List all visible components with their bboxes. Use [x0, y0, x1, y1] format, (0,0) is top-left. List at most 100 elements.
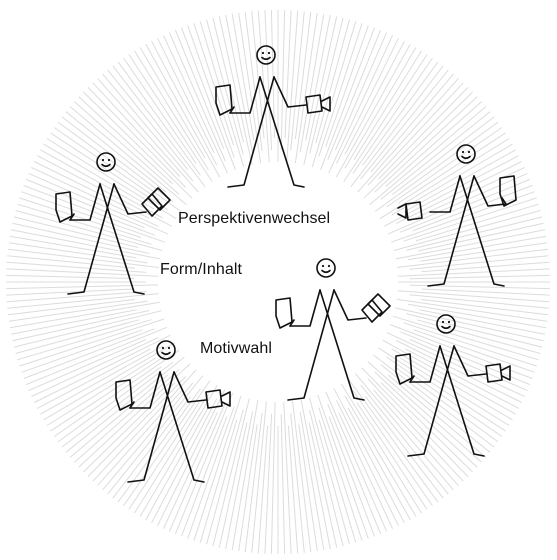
burst-line — [134, 50, 209, 171]
burst-line — [325, 391, 388, 532]
burst-line — [305, 15, 331, 141]
burst-line — [65, 356, 185, 453]
burst-line — [162, 35, 228, 174]
burst-line — [374, 121, 499, 212]
burst-line — [92, 369, 197, 482]
burst-line — [328, 35, 394, 174]
burst-line — [206, 409, 244, 545]
burst-line — [40, 345, 163, 415]
burst-line — [33, 334, 171, 403]
burst-line — [46, 357, 156, 426]
burst-line — [328, 416, 375, 537]
burst-line — [294, 11, 312, 140]
burst-line — [309, 397, 350, 545]
smiley-face-icon — [256, 45, 276, 65]
smile — [321, 269, 331, 274]
burst-line — [13, 216, 139, 248]
burst-line — [128, 402, 200, 510]
burst-line — [380, 111, 491, 200]
eye — [447, 320, 451, 324]
burst-line — [174, 29, 225, 149]
camera-lens-icon — [321, 96, 331, 112]
burst-line — [264, 10, 273, 151]
camera-icon — [305, 94, 331, 114]
eye — [441, 320, 445, 324]
burst-line — [361, 367, 469, 477]
burst-line — [315, 19, 350, 144]
burst-line — [408, 235, 547, 261]
burst-line — [92, 82, 181, 177]
burst-line — [309, 17, 344, 154]
camera-icon — [397, 201, 423, 221]
burst-line — [369, 106, 487, 205]
burst-line — [151, 40, 218, 166]
burst-line — [355, 373, 454, 491]
label-perspektivenwechsel: Perspektivenwechsel — [178, 210, 331, 227]
burst-line — [6, 274, 135, 279]
burst-line — [7, 298, 136, 316]
burst-line — [367, 378, 464, 482]
smile — [261, 56, 271, 61]
leg-right — [439, 345, 485, 457]
burst-line — [344, 40, 405, 155]
burst-line — [270, 10, 275, 139]
burst-line — [12, 310, 150, 342]
burst-line — [397, 290, 550, 303]
burst-line — [107, 375, 204, 495]
burst-line — [212, 398, 250, 547]
burst-line — [386, 332, 525, 398]
burst-line — [387, 374, 487, 458]
burst-line — [174, 392, 234, 535]
leg-left — [227, 76, 275, 188]
burst-line — [17, 203, 152, 245]
arm-right — [173, 371, 207, 403]
burst-line — [412, 185, 533, 232]
burst-line — [218, 422, 248, 548]
tilted-paper-back-icon — [367, 293, 391, 317]
burst-line — [284, 10, 292, 139]
burst-line — [325, 25, 369, 147]
paper-icon — [55, 191, 75, 223]
paper-sheet-icon — [275, 297, 293, 329]
burst-line — [397, 248, 549, 268]
arm-left — [429, 175, 461, 213]
burst-line — [128, 54, 213, 182]
eye — [267, 51, 271, 55]
burst-line — [112, 396, 191, 499]
camera-body-icon — [305, 94, 323, 114]
burst-line — [112, 65, 206, 188]
burst-line — [327, 29, 382, 160]
figure-lower-right — [395, 314, 511, 457]
burst-line — [290, 11, 305, 151]
smile — [101, 163, 111, 168]
burst-line — [6, 261, 147, 273]
burst-line — [362, 61, 439, 166]
figure-lower-left — [115, 340, 231, 483]
smiley-face-icon — [436, 314, 456, 334]
burst-line — [352, 390, 433, 507]
burst-line — [187, 406, 235, 539]
burst-line — [25, 326, 168, 386]
figure-center — [275, 258, 391, 401]
burst-line — [97, 78, 199, 193]
burst-line — [419, 309, 545, 335]
burst-line — [395, 229, 545, 260]
burst-line — [97, 389, 183, 486]
burst-line — [374, 96, 478, 193]
paper-sheet-icon — [215, 84, 233, 116]
burst-line — [416, 319, 541, 354]
camera-body-icon — [405, 201, 423, 221]
burst-line — [340, 383, 422, 514]
smile — [441, 325, 451, 330]
burst-line — [23, 328, 155, 379]
paper-sheet-icon — [499, 175, 517, 207]
burst-line — [264, 413, 273, 554]
paper-icon — [499, 175, 517, 207]
arm-right — [453, 345, 487, 377]
burst-line — [348, 378, 439, 503]
burst-line — [74, 369, 180, 463]
burst-line — [15, 319, 140, 354]
burst-line — [193, 395, 242, 541]
burst-line — [31, 337, 159, 398]
burst-line — [187, 25, 235, 158]
